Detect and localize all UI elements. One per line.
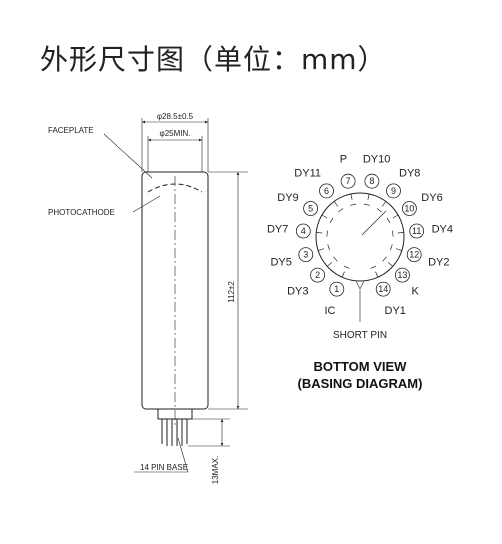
pin-2-lead xyxy=(327,262,333,267)
pin-1-number: 1 xyxy=(334,284,339,294)
pin-14-number: 14 xyxy=(378,284,388,294)
pin-1-circle xyxy=(329,281,345,297)
pin-4-lead xyxy=(316,232,323,234)
pin-9-electrode xyxy=(376,208,383,213)
pin-6-label: DY11 xyxy=(294,167,321,179)
pin-13-label: K xyxy=(412,286,420,298)
pin-4-electrode xyxy=(326,230,328,237)
pin-12-circle xyxy=(406,247,422,263)
pin-11-label: DY4 xyxy=(432,224,453,236)
pin-12-label: DY2 xyxy=(428,257,449,269)
pin-9-lead xyxy=(382,201,387,207)
pin-6-circle xyxy=(319,183,334,199)
pin-3-circle xyxy=(298,247,314,263)
pin-5-circle xyxy=(303,201,319,216)
pin-2-number: 2 xyxy=(315,270,320,280)
pin-1-electrode xyxy=(343,265,350,269)
pin-11-electrode xyxy=(392,230,394,237)
pin-14-label: DY1 xyxy=(385,305,406,317)
pin-6-lead xyxy=(333,201,338,207)
pin-10-lead xyxy=(392,214,399,219)
pin-5-label: DY9 xyxy=(277,192,298,204)
pin-2-label: DY3 xyxy=(287,286,308,298)
basing-diagram-caption: (BASING DIAGRAM) xyxy=(298,376,423,391)
pin-13-number: 13 xyxy=(397,270,407,280)
internal-wiring xyxy=(316,193,404,278)
pin-7-number: 7 xyxy=(346,176,351,186)
pin-10-number: 10 xyxy=(404,204,414,214)
pin-5-electrode xyxy=(329,217,334,224)
pin-10-electrode xyxy=(386,217,391,224)
pin-4-label: DY7 xyxy=(267,224,288,236)
pin-5-lead xyxy=(321,214,328,219)
pin-14-circle xyxy=(375,281,391,297)
anode-line xyxy=(361,210,387,236)
pin-7-label: P xyxy=(340,154,347,166)
pin-11-lead xyxy=(397,232,404,234)
pin-4-circle xyxy=(295,223,311,239)
pin-1-label: IC xyxy=(325,305,336,317)
short-pin-marker xyxy=(355,280,365,290)
pin-10-label: DY6 xyxy=(421,192,442,204)
pin-13-circle xyxy=(394,267,410,283)
pin-13-electrode xyxy=(382,256,387,262)
pin-8-number: 8 xyxy=(369,176,374,186)
short-pin-label: SHORT PIN xyxy=(333,330,387,341)
base-pins xyxy=(161,419,188,446)
pin-9-number: 9 xyxy=(391,186,396,196)
pin-9-circle xyxy=(386,183,401,199)
pin-2-electrode xyxy=(333,256,338,262)
pin-2-circle xyxy=(310,267,326,283)
pin-12-electrode xyxy=(390,244,393,251)
pin-1-lead xyxy=(341,271,345,278)
pin-12-number: 12 xyxy=(409,250,419,260)
pin-12-lead xyxy=(395,248,402,251)
pin-7-electrode xyxy=(350,203,357,206)
pin-14-lead xyxy=(375,271,379,278)
outer-diameter-label: φ28.5±0.5 xyxy=(157,112,194,121)
tube-base xyxy=(157,408,193,420)
tube-side-view: φ28.5±0.5 φ25MIN. FACEPLATE PHOTOCATHODE… xyxy=(48,112,248,484)
pin-3-label: DY5 xyxy=(270,257,291,269)
pin-7-lead xyxy=(350,193,353,200)
pin-11-number: 11 xyxy=(412,226,421,236)
pin-3-number: 3 xyxy=(303,250,308,260)
pin-base-label: 14 PIN BASE xyxy=(140,463,188,472)
pin-8-lead xyxy=(367,193,370,200)
length-label: 112±2 xyxy=(227,281,236,303)
photocathode-label: PHOTOCATHODE xyxy=(48,208,115,217)
pin-6-number: 6 xyxy=(324,186,329,196)
pin-9-label: DY8 xyxy=(399,167,420,179)
pin-4-number: 4 xyxy=(301,226,306,236)
pin-13-lead xyxy=(387,262,393,267)
pin-3-electrode xyxy=(327,244,330,251)
faceplate-label: FACEPLATE xyxy=(48,126,94,135)
pin-10-circle xyxy=(401,201,417,216)
bottom-view-caption: BOTTOM VIEW xyxy=(314,359,408,374)
inner-diameter-label: φ25MIN. xyxy=(160,129,191,138)
pin-6-electrode xyxy=(337,208,344,213)
pin-3-lead xyxy=(318,248,325,251)
base-circle xyxy=(315,192,405,282)
pin-7-circle xyxy=(340,173,356,189)
pin-8-circle xyxy=(364,173,380,189)
page-title: 外形尺寸图（单位：mm） xyxy=(40,43,387,76)
pin-length-label: 13MAX. xyxy=(211,456,220,484)
pin-5-number: 5 xyxy=(308,204,313,214)
pin-11-circle xyxy=(409,223,425,239)
pin-8-electrode xyxy=(363,203,370,206)
pin-14-electrode xyxy=(370,265,377,269)
pin-8-label: DY10 xyxy=(363,154,391,166)
